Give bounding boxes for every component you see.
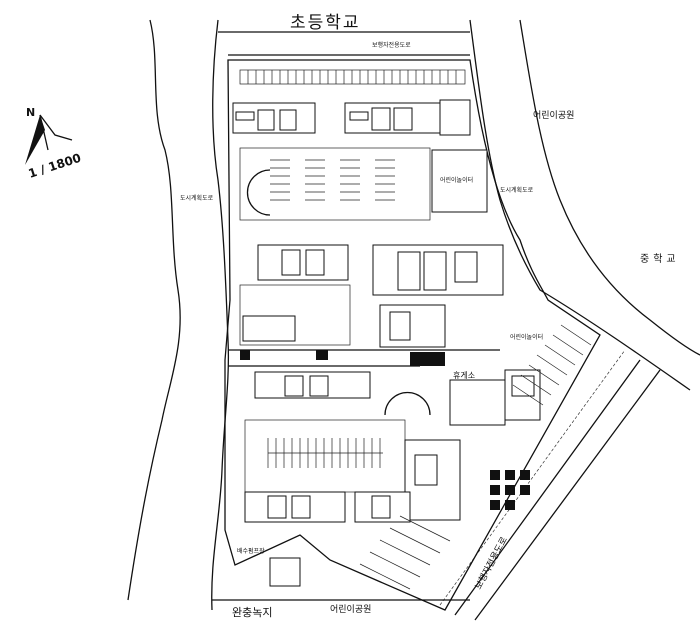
central-parking-stalls <box>270 159 395 201</box>
pedestrian-road-edge-2 <box>474 369 661 621</box>
buffer-green-label: 완충녹지 <box>232 606 272 619</box>
apartment-building-1 <box>232 102 316 134</box>
daycare-building-middle <box>379 304 446 348</box>
roundabout-left <box>246 169 271 216</box>
checkered-plaza <box>490 470 530 510</box>
pedestrian-road-dash <box>439 349 626 606</box>
daycare-building-top <box>431 149 488 213</box>
left-road-edge-outer <box>127 19 181 601</box>
apartment-building-2 <box>344 102 441 134</box>
daycare-top-label: 어린이놀이터 <box>440 176 473 184</box>
rest-area-building <box>449 379 506 426</box>
central-parking-lot <box>239 147 431 221</box>
apartment-building-9 <box>244 491 346 523</box>
pedestrian-road-bottom-label: 보행자전용도로 <box>472 535 510 592</box>
north-symbol: N <box>26 106 35 119</box>
dark-mark-left <box>240 350 250 360</box>
apartment-building-4 <box>257 244 349 281</box>
apartment-building-8 <box>404 439 461 521</box>
parking-stalls-top <box>247 70 457 84</box>
rest-area-label: 휴게소 <box>453 370 475 380</box>
roundabout-bottom <box>384 391 431 416</box>
daycare-middle-label: 어린이놀이터 <box>510 333 543 341</box>
site-boundary <box>224 59 601 611</box>
apartment-building-10 <box>354 491 411 523</box>
pump-station-building <box>242 315 296 342</box>
middle-school-label: 중학교 <box>640 253 680 265</box>
park-bottom-label: 어린이공원 <box>330 604 371 615</box>
left-road-edge-inner <box>211 19 230 611</box>
pedestrian-road-edge-1 <box>454 359 641 616</box>
scale-label: 1 / 1800 <box>27 151 83 181</box>
buffer-green-building <box>269 557 301 587</box>
south-parking-stalls <box>267 438 383 468</box>
left-parking-strip <box>239 284 351 346</box>
parking-strip-top <box>239 69 466 85</box>
south-parking-lot <box>244 419 406 493</box>
apartment-building-5 <box>372 244 504 296</box>
apartment-building-7 <box>504 369 541 421</box>
pedestrian-road-top-label: 보행자전용도로 <box>372 41 411 49</box>
urban-road-left-label: 도시계획도로 <box>180 194 214 202</box>
urban-road-right-label: 도시계획도로 <box>500 186 534 194</box>
right-road-edge-inner <box>519 19 700 356</box>
east-parking-stalls <box>359 324 592 590</box>
north-arrow-icon <box>25 114 73 165</box>
right-road-edge-outer <box>469 19 691 391</box>
park-top-right-label: 어린이공원 <box>533 110 574 121</box>
apartment-building-3 <box>439 99 471 136</box>
pump-station-label: 배수펌프장 <box>237 547 265 555</box>
dark-plaza <box>410 352 445 366</box>
apartment-building-6 <box>254 371 371 399</box>
elementary-school-label: 초등학교 <box>290 13 361 33</box>
dark-mark-mid <box>316 350 328 360</box>
